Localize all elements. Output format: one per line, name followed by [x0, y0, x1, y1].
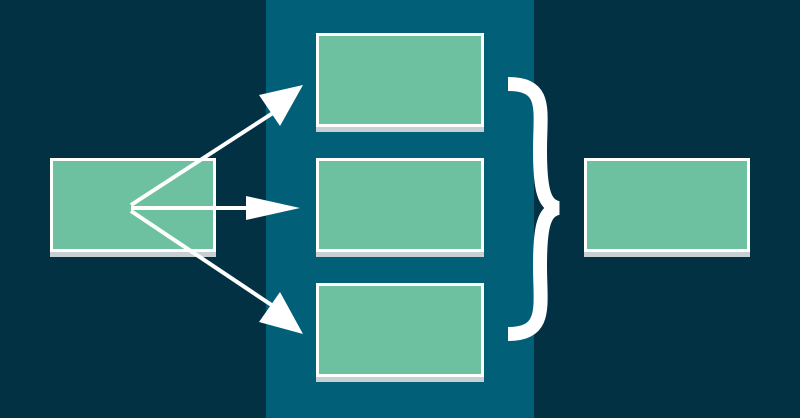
branch-node-3: [316, 283, 484, 377]
result-node: [584, 158, 750, 252]
source-node: [50, 158, 216, 252]
branch-node-2: [316, 158, 484, 252]
branch-node-1: [316, 33, 484, 127]
arrow-to-branch-3: [129, 209, 303, 334]
arrow-to-branch-1: [129, 85, 303, 207]
curly-brace-icon: [507, 77, 561, 341]
arrow-to-branch-2: [131, 196, 300, 220]
